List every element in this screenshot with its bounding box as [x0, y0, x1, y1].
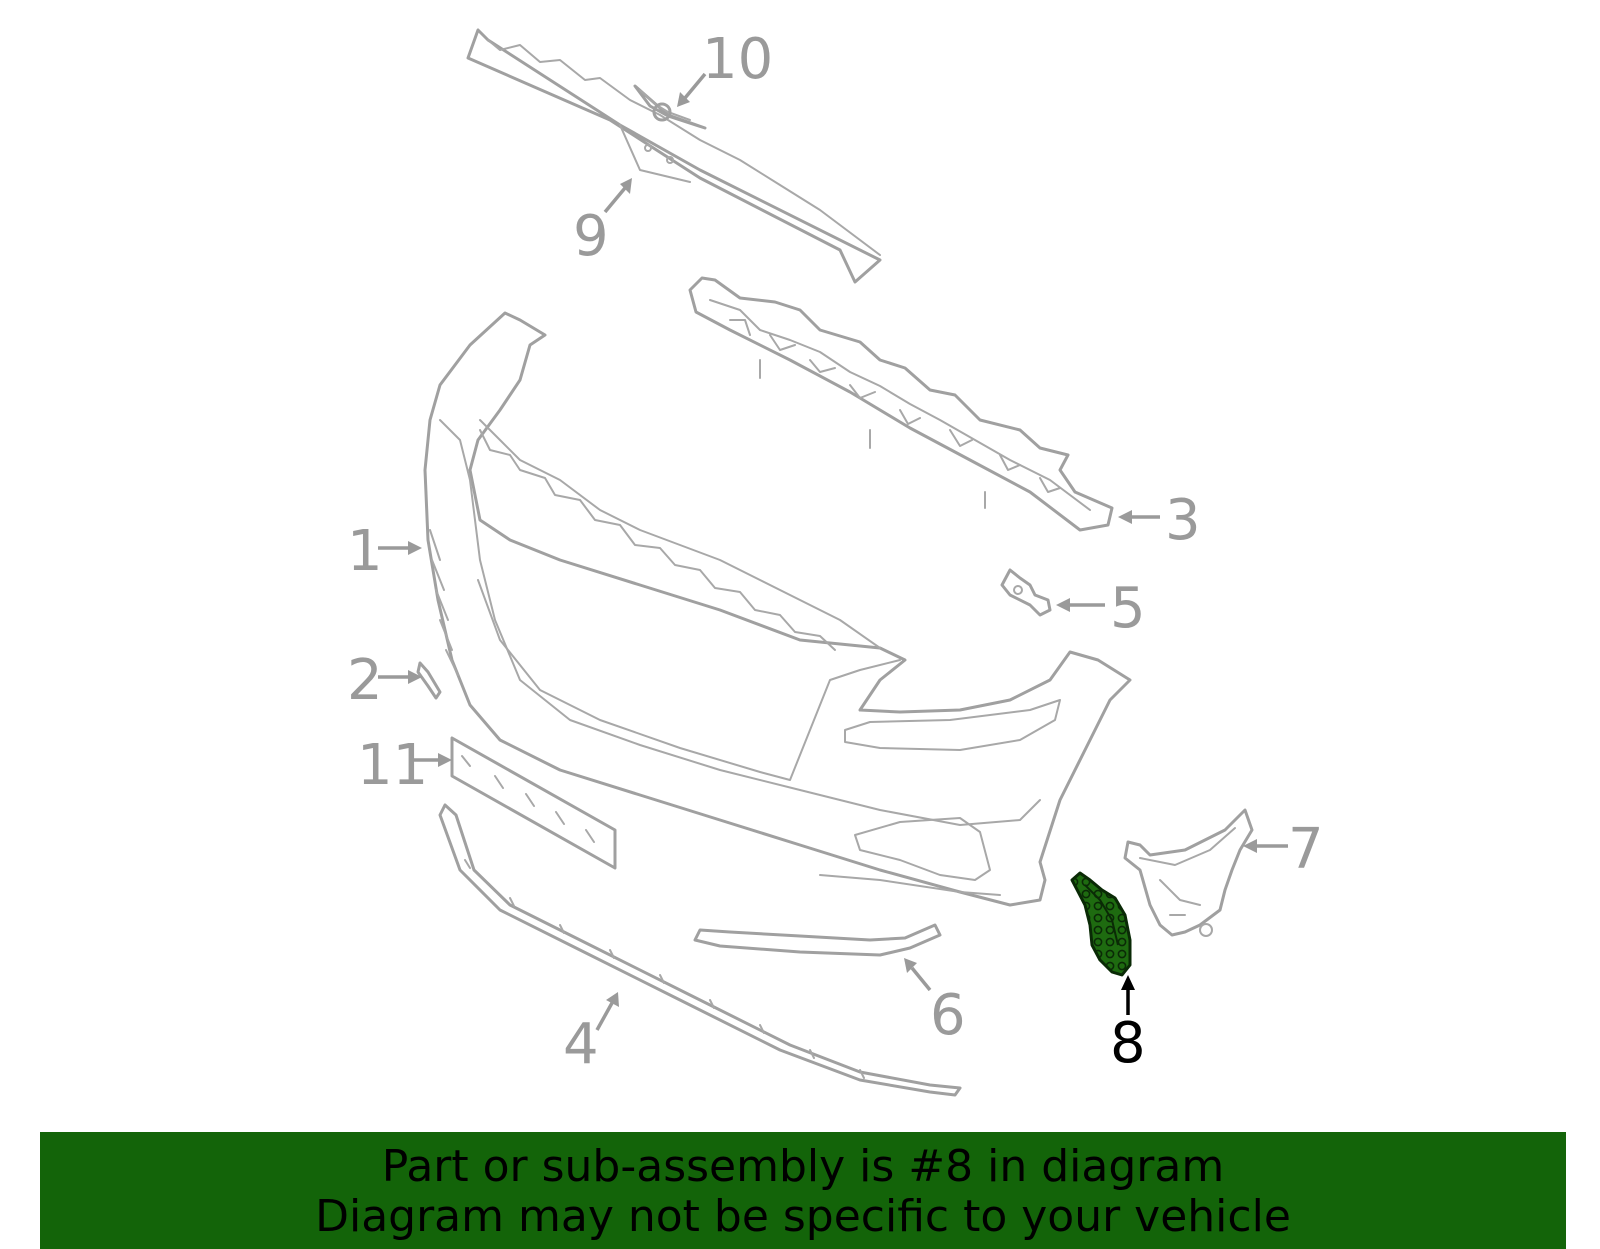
callout-6: 6	[904, 958, 966, 1048]
callout-8: 8	[1110, 975, 1146, 1076]
callout-2-label: 2	[347, 648, 383, 713]
part-3-upper-support[interactable]	[688, 276, 1114, 532]
part-6-side-trim[interactable]	[693, 923, 942, 957]
callout-2: 2	[347, 648, 422, 713]
callout-10: 10	[677, 27, 773, 107]
notice-banner: Part or sub-assembly is #8 in diagram Di…	[40, 1132, 1566, 1249]
part-8-fog-grille[interactable]	[1070, 871, 1132, 977]
part-1-bumper-cover[interactable]	[423, 311, 1132, 907]
part-11-license-bracket[interactable]	[450, 736, 617, 870]
callout-7-label: 7	[1288, 817, 1324, 882]
callout-4: 4	[563, 992, 619, 1077]
callout-9-label: 9	[573, 204, 609, 269]
callout-6-label: 6	[930, 983, 966, 1048]
callout-7: 7	[1243, 817, 1324, 882]
part-7-side-bracket[interactable]	[1123, 808, 1254, 937]
callout-3-label: 3	[1165, 488, 1201, 553]
callout-3: 3	[1118, 488, 1201, 553]
callout-8-label: 8	[1110, 1011, 1146, 1076]
callout-10-label: 10	[702, 27, 773, 92]
banner-line-disclaimer: Diagram may not be specific to your vehi…	[315, 1191, 1291, 1242]
callout-11-label: 11	[357, 733, 428, 798]
callout-5: 5	[1056, 576, 1146, 641]
part-4-lower-trim[interactable]	[438, 803, 962, 1097]
callout-4-label: 4	[563, 1012, 599, 1077]
banner-line-part: Part or sub-assembly is #8 in diagram	[381, 1141, 1225, 1192]
part-2-clip[interactable]	[416, 661, 442, 700]
part-9-molding-strip[interactable]	[466, 28, 882, 284]
callout-5-label: 5	[1110, 576, 1146, 641]
callout-1-label: 1	[347, 519, 383, 584]
callout-1: 1	[347, 519, 422, 584]
callout-11: 11	[357, 733, 452, 798]
part-5-bracket[interactable]	[1000, 568, 1052, 617]
callout-9: 9	[573, 178, 632, 269]
part-10-emblem[interactable]	[633, 84, 707, 130]
